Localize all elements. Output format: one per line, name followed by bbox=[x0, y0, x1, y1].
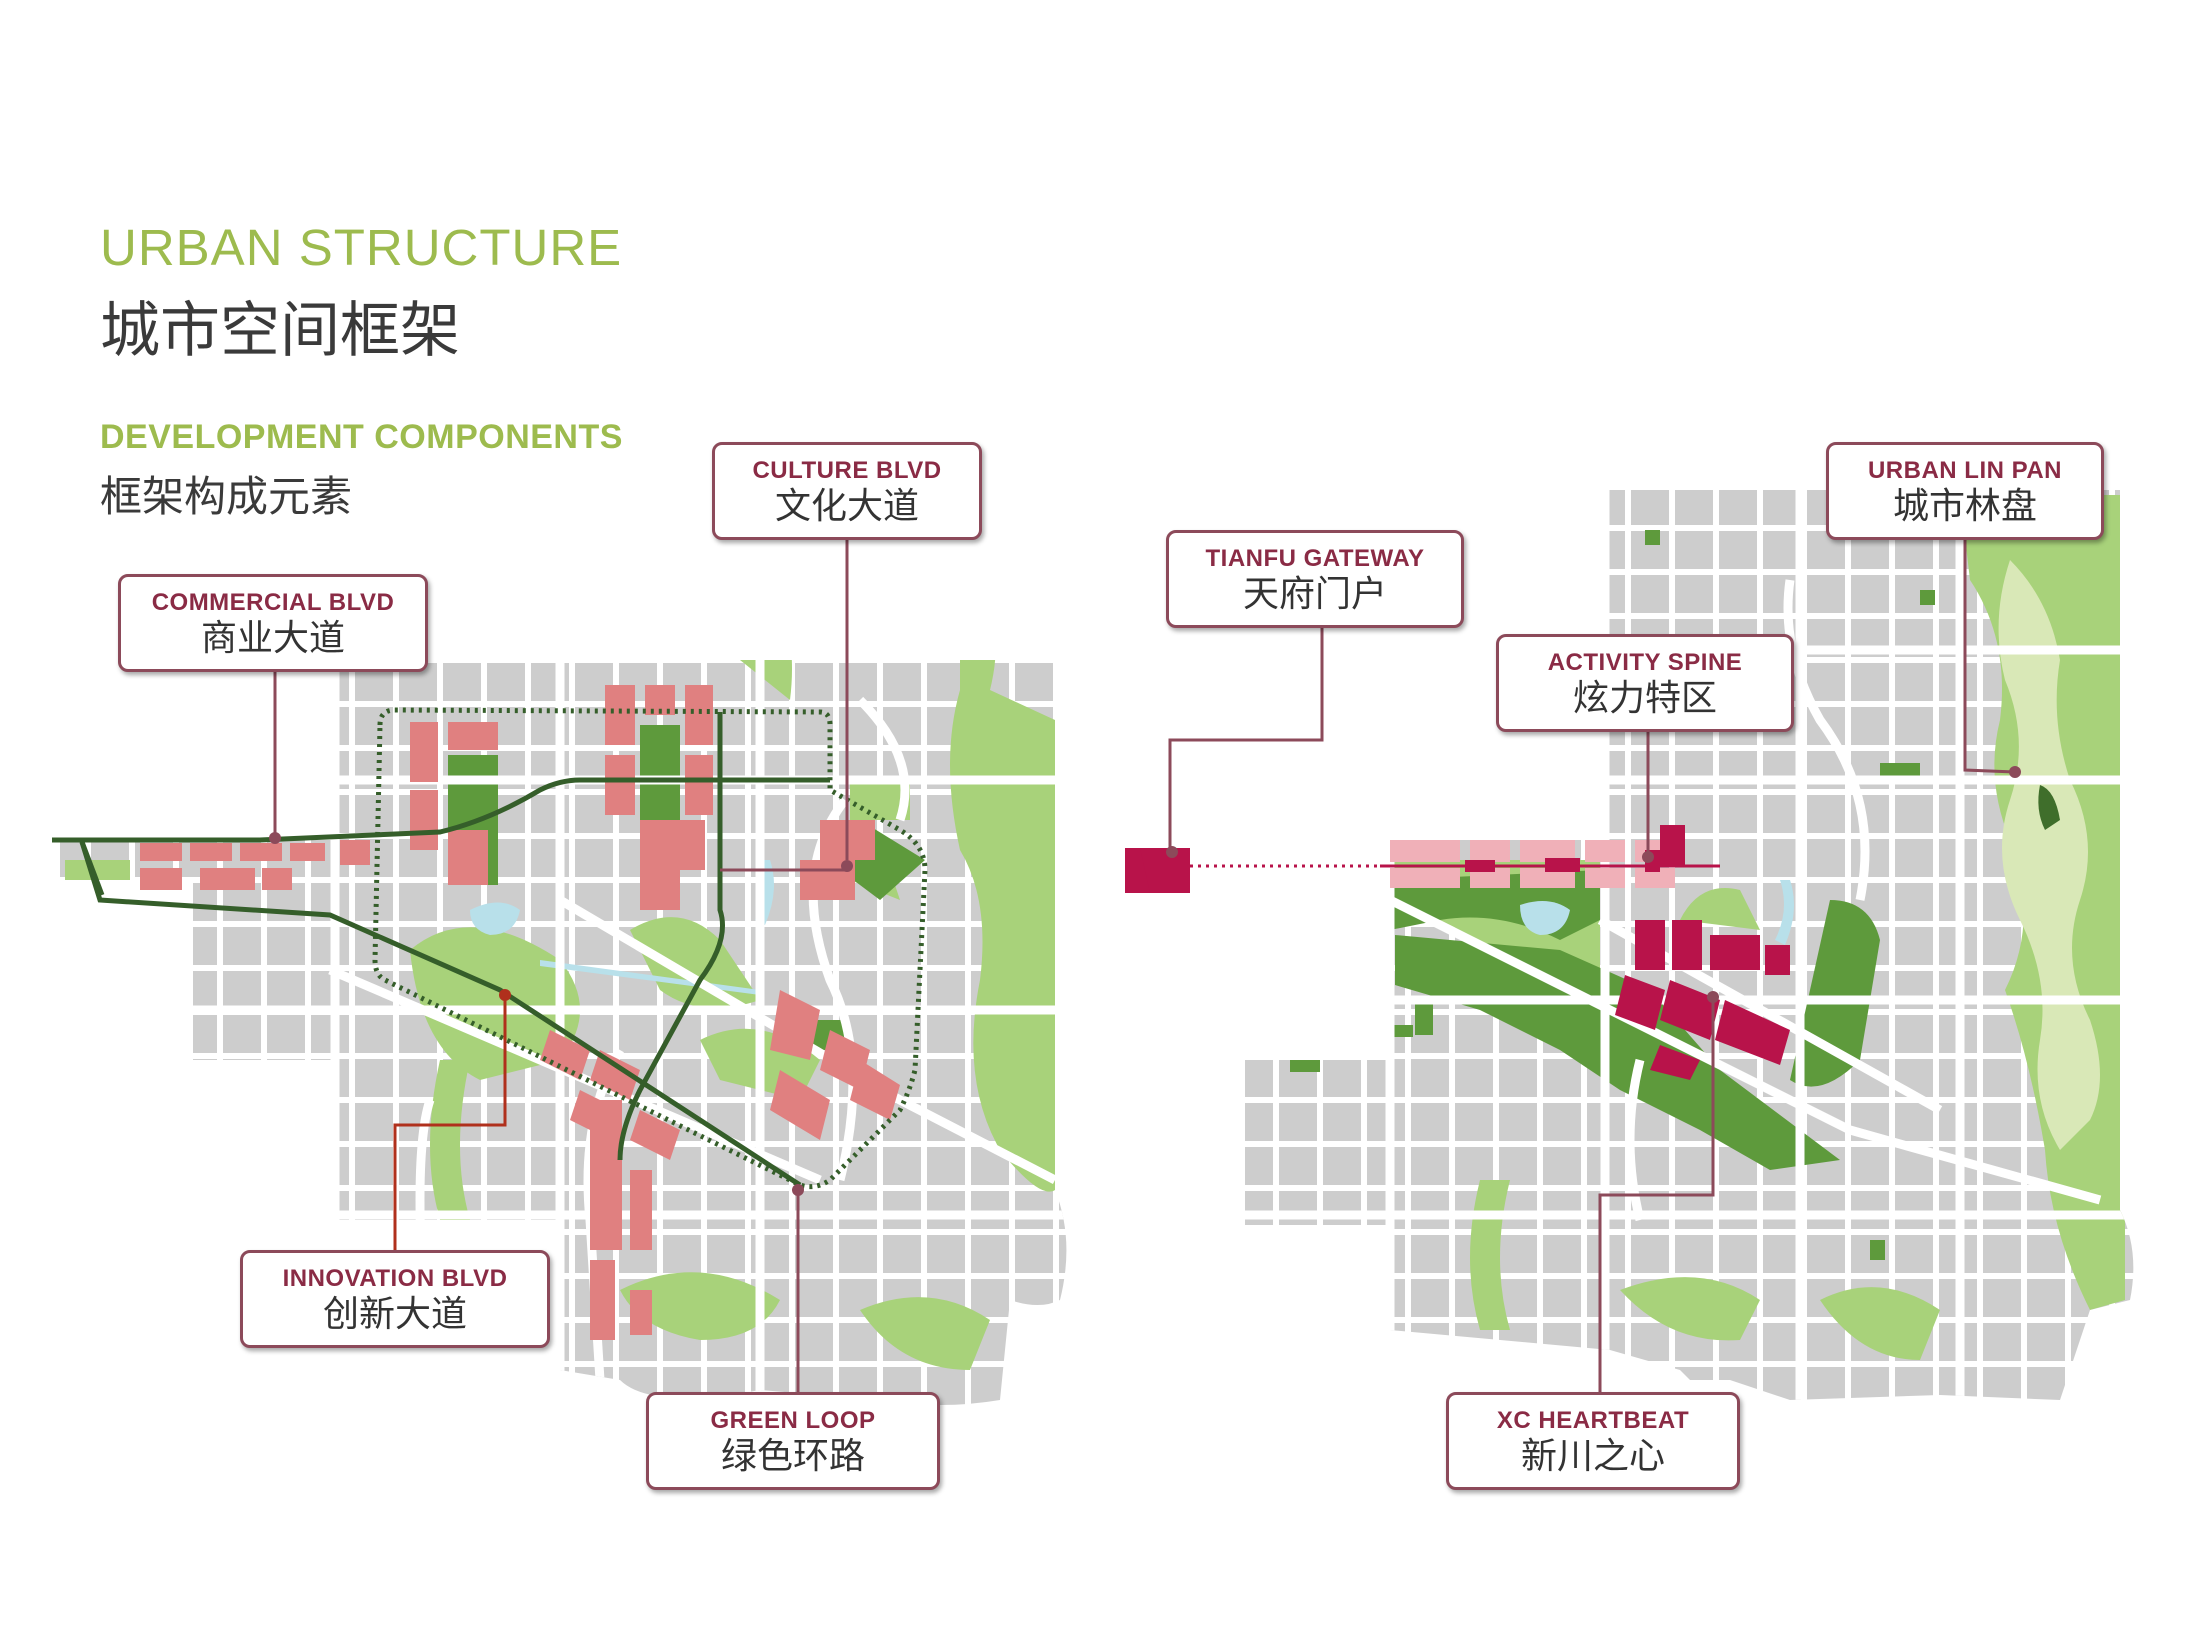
tianfu-gateway-callout: TIANFU GATEWAY 天府门户 bbox=[1166, 530, 1464, 628]
section-subtitle-chinese: 框架构成元素 bbox=[100, 472, 353, 521]
callout-label-cn: 炫力特区 bbox=[1572, 678, 1717, 719]
leader-dots bbox=[269, 766, 2021, 1196]
callout-label-cn: 绿色环路 bbox=[720, 1436, 865, 1477]
section-subtitle: DEVELOPMENT COMPONENTS bbox=[100, 418, 623, 456]
innovation-dot bbox=[499, 989, 511, 1001]
callout-label-en: URBAN LIN PAN bbox=[1867, 457, 2063, 484]
callout-label-en: ACTIVITY SPINE bbox=[1547, 649, 1743, 676]
callout-label-en: TIANFU GATEWAY bbox=[1205, 545, 1425, 572]
callout-label-cn: 天府门户 bbox=[1242, 574, 1387, 615]
activity-spine-blocks bbox=[1390, 840, 1675, 888]
callout-label-cn: 创新大道 bbox=[322, 1294, 467, 1335]
urban-lin-pan-callout: URBAN LIN PAN 城市林盘 bbox=[1826, 442, 2104, 540]
culture-boulevard-line bbox=[617, 712, 725, 1161]
callout-label-cn: 城市林盘 bbox=[1892, 486, 2037, 527]
commercial-boulevard-line bbox=[52, 777, 830, 843]
page-title-chinese: 城市空间框架 bbox=[100, 296, 460, 366]
callout-label-en: XC HEARTBEAT bbox=[1496, 1407, 1690, 1434]
urban-lin-pan-leader bbox=[1963, 540, 2016, 774]
callout-label-cn: 新川之心 bbox=[1520, 1436, 1665, 1477]
callout-label-en: INNOVATION BLVD bbox=[282, 1265, 508, 1292]
right-map-water bbox=[1520, 880, 1794, 945]
callout-label-cn: 文化大道 bbox=[774, 486, 919, 527]
innovation-leader bbox=[393, 997, 507, 1255]
green-loop-callout: GREEN LOOP 绿色环路 bbox=[646, 1392, 940, 1490]
left-map-parks bbox=[65, 660, 1055, 1370]
innovation-blvd-callout: INNOVATION BLVD 创新大道 bbox=[240, 1250, 550, 1348]
callout-label-cn: 商业大道 bbox=[200, 618, 345, 659]
callout-label-en: CULTURE BLVD bbox=[752, 457, 942, 484]
page-title: URBAN STRUCTURE bbox=[100, 219, 623, 276]
leader-lines bbox=[273, 540, 2016, 1395]
boulevard-lines bbox=[52, 712, 830, 1188]
commercial-blocks-left bbox=[140, 685, 900, 1340]
xc-heartbeat-callout: XC HEARTBEAT 新川之心 bbox=[1446, 1392, 1740, 1490]
xc-heartbeat-leader bbox=[1598, 997, 1715, 1395]
green-loop-line bbox=[372, 707, 928, 1190]
culture-blvd-callout: CULTURE BLVD 文化大道 bbox=[712, 442, 982, 540]
tianfu-leader bbox=[1168, 628, 1324, 850]
commercial-blvd-callout: COMMERCIAL BLVD 商业大道 bbox=[118, 574, 428, 672]
callout-label-en: GREEN LOOP bbox=[710, 1407, 876, 1434]
callout-label-en: COMMERCIAL BLVD bbox=[151, 589, 395, 616]
activity-spine-callout: ACTIVITY SPINE 炫力特区 bbox=[1496, 634, 1794, 732]
